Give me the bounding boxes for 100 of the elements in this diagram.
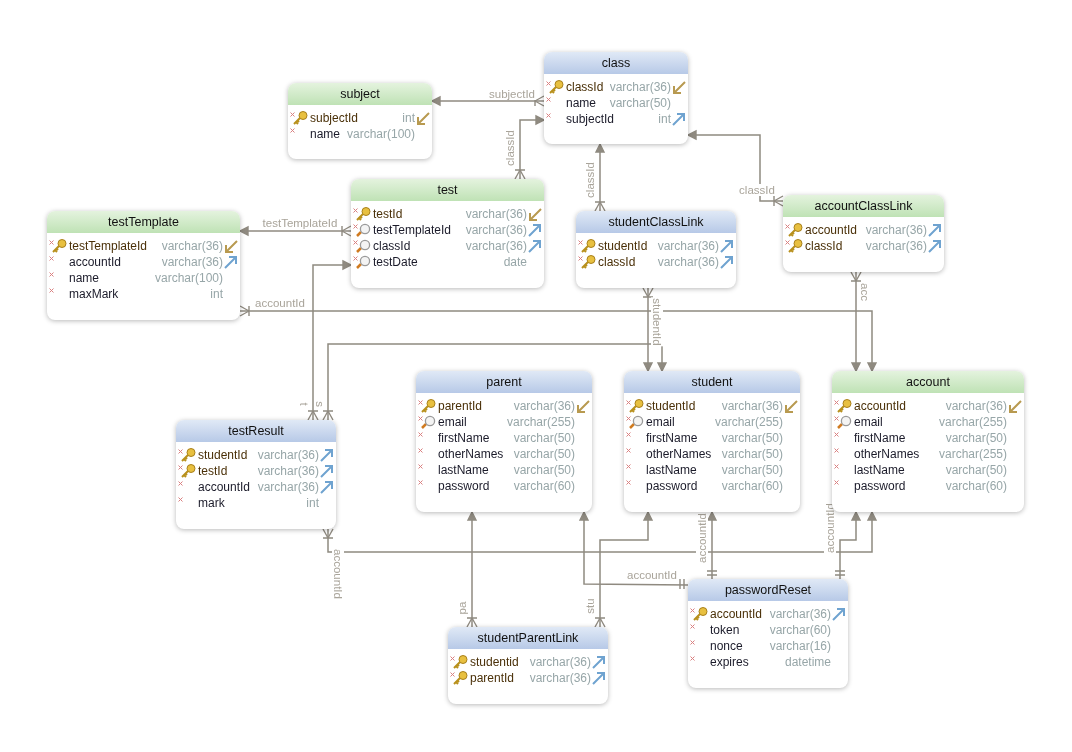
column-name: accountId [805,223,858,238]
column-type: int [306,496,319,511]
table-header: class [544,52,688,74]
column-name: studentId [198,448,248,463]
column-name: nonce [710,639,743,654]
column-type: varchar(50) [945,431,1007,446]
column-type: varchar(255) [714,415,783,430]
column-type: varchar(36) [865,223,927,238]
column-type: varchar(100) [154,271,223,286]
relationship-connector [239,226,352,236]
column-type: varchar(36) [721,399,783,414]
column-type: varchar(36) [609,80,671,95]
relationship-connector [467,511,477,628]
column-name: studentid [470,655,519,670]
column-name: parentId [438,399,483,414]
edge-label: t [298,401,310,407]
relationship-connector [431,96,545,106]
table-card [576,211,736,288]
relationship-connector [312,260,352,421]
column-name: lastName [854,463,905,478]
column-name: testTemplateId [373,223,452,238]
table-card [688,579,848,688]
edge-label: studentId [651,297,663,347]
column-name: password [854,479,906,494]
column-name: testId [198,464,228,479]
column-type: int [402,111,415,126]
column-name: testId [373,207,403,222]
column-type: varchar(36) [865,239,927,254]
edge-label: stu [584,597,596,615]
column-name: name [310,127,341,142]
column-name: subjectId [310,111,359,126]
column-type: varchar(255) [938,415,1007,430]
column-type: varchar(36) [161,239,223,254]
table-header: account [832,371,1024,393]
edge-label: accountId [626,569,678,581]
table-card [351,179,544,288]
column-name: expires [710,655,749,670]
column-name: lastName [646,463,697,478]
column-name: parentId [470,671,515,686]
column-type: varchar(36) [161,255,223,270]
column-name: accountId [198,480,251,495]
column-type: varchar(36) [657,239,719,254]
column-name: subjectId [566,112,615,127]
table-card [47,211,240,320]
column-name: lastName [438,463,489,478]
column-name: otherNames [646,447,712,462]
table-header: passwordReset [688,579,848,601]
column-type: varchar(100) [346,127,415,142]
column-name: otherNames [438,447,504,462]
table-header: testTemplate [47,211,240,233]
column-name: classId [598,255,636,270]
column-type: varchar(255) [938,447,1007,462]
table-header: studentParentLink [448,627,608,649]
table-header: student [624,371,800,393]
relationship-connector [579,511,689,586]
column-name: password [646,479,698,494]
column-type: varchar(50) [945,463,1007,478]
column-type: varchar(255) [506,415,575,430]
table-card [416,371,592,512]
column-name: firstName [854,431,906,446]
edge-label: subjectId [488,88,536,100]
column-name: name [566,96,597,111]
table-header: studentClassLink [576,211,736,233]
edge-label: classId [738,184,776,196]
column-type: date [503,255,527,270]
edge-label: classId [584,161,596,199]
column-name: classId [805,239,843,254]
column-name: password [438,479,490,494]
column-type: varchar(36) [529,671,591,686]
relationship-connector [643,287,653,372]
relationship-connector [327,343,667,421]
column-type: varchar(50) [721,447,783,462]
edge-label: accountId [824,502,836,554]
column-type: varchar(16) [769,639,831,654]
table-card [832,371,1024,512]
column-type: varchar(50) [513,463,575,478]
column-name: token [710,623,740,638]
column-type: varchar(60) [513,479,575,494]
edge-label: accountId [696,512,708,564]
relationship-connector [239,310,877,372]
edge-label: accountId [254,297,306,309]
column-type: varchar(36) [257,480,319,495]
relationship-connector [595,143,605,212]
column-type: varchar(50) [721,431,783,446]
table-card [783,195,944,272]
column-type: varchar(36) [257,448,319,463]
column-type: varchar(36) [513,399,575,414]
column-name: email [854,415,883,430]
relationship-connector [599,511,653,628]
column-name: maxMark [69,287,119,302]
column-type: datetime [784,655,831,670]
column-name: name [69,271,100,286]
relationship-connector [687,130,784,202]
table-header: test [351,179,544,201]
column-name: accountId [854,399,907,414]
column-name: mark [198,496,225,511]
relationship-connector [327,511,877,553]
relationship-connector [707,511,717,580]
column-type: varchar(36) [465,239,527,254]
column-type: int [210,287,223,302]
